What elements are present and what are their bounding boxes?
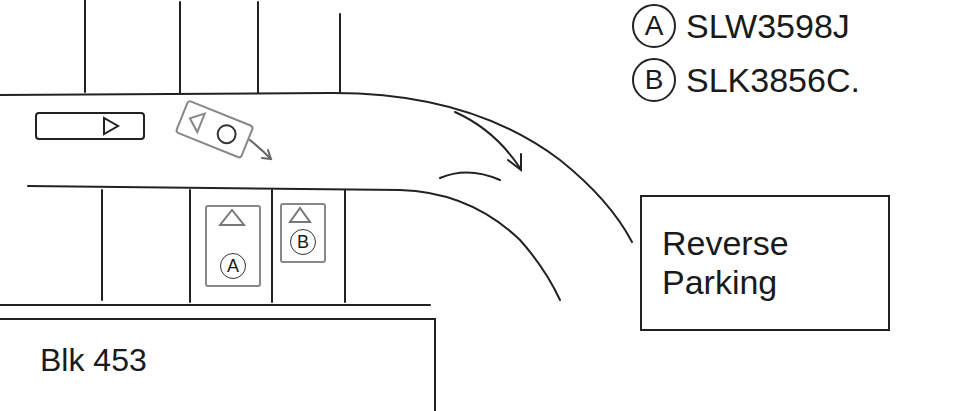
car-front [104, 118, 118, 134]
direction-arrow [440, 172, 500, 180]
block-outline: Blk 453 [0, 318, 436, 411]
road-edge [28, 186, 560, 300]
parked-car: B [280, 203, 326, 263]
car-front [290, 208, 310, 222]
kerb-line [0, 304, 430, 306]
node-label: Reverse Parking [662, 224, 868, 302]
car-mark [215, 122, 238, 145]
reverse-parking-box: Reverse Parking [640, 195, 890, 331]
car-letter: B [290, 229, 316, 255]
legend-circle: B [632, 58, 676, 102]
bay-line [257, 2, 259, 93]
car-front [186, 109, 205, 132]
bay-line [189, 190, 191, 302]
plate-number: SLK3856C. [686, 62, 860, 99]
car-letter: A [645, 10, 664, 42]
car-outline [176, 100, 254, 158]
car-letter: B [645, 64, 664, 96]
bay-line [344, 190, 346, 302]
road-edge [0, 93, 632, 242]
legend-circle: A [632, 4, 676, 48]
direction-arrow [508, 154, 521, 170]
node-label: Blk 453 [40, 342, 147, 379]
car-front [220, 210, 244, 225]
car-outline [36, 113, 144, 139]
motion-arrow [262, 150, 271, 159]
bay-line [271, 190, 273, 302]
car-letter: A [220, 253, 246, 279]
bay-line [101, 190, 103, 300]
plate-number: SLW3598J [686, 8, 850, 45]
direction-arrow [455, 112, 520, 168]
bay-line [84, 0, 86, 92]
bay-line [179, 2, 181, 93]
parked-car: A [205, 205, 261, 287]
bay-line [339, 14, 341, 93]
motion-arrow [250, 140, 270, 158]
